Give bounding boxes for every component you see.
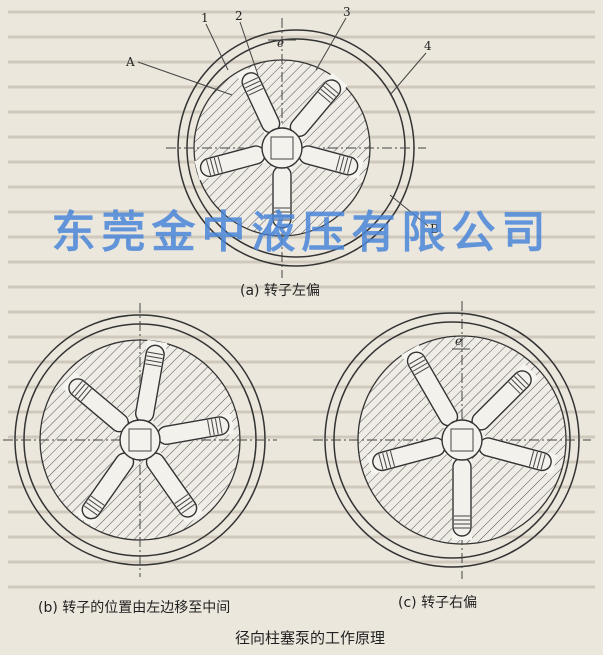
b-piston-groove — [210, 419, 215, 436]
c-piston — [401, 344, 471, 445]
leader-lines — [137, 17, 429, 227]
b-piston-groove — [176, 497, 191, 508]
b-piston-groove — [80, 388, 92, 402]
c-piston-groove — [382, 452, 388, 469]
b-piston-groove — [145, 363, 162, 368]
a-piston-groove — [343, 157, 349, 173]
a-piston-groove — [317, 91, 331, 103]
c-piston-groove — [508, 381, 521, 394]
figure-title: 径向柱塞泵的工作原理 — [235, 629, 385, 647]
a-piston-groove — [246, 84, 262, 93]
b-piston-groove — [181, 503, 196, 514]
b-piston-groove — [174, 493, 189, 504]
a-piston-groove — [339, 156, 345, 172]
b-piston-groove — [90, 495, 105, 506]
a-piston-groove — [213, 157, 219, 174]
a-piston-groove — [217, 156, 223, 173]
b-piston-groove — [71, 380, 83, 394]
b-piston-groove — [145, 359, 162, 364]
c-piston — [452, 440, 472, 540]
c-piston-groove — [408, 355, 424, 365]
label-1: 1 — [201, 11, 209, 25]
label-A: A — [125, 55, 135, 69]
c-piston-groove — [410, 359, 426, 369]
figure-a-rotor-left — [166, 18, 426, 278]
a-piston-groove — [206, 159, 212, 176]
b-piston-groove — [218, 417, 223, 434]
b-piston-groove — [146, 355, 163, 360]
watermark-text: 东莞金中液压有限公司 — [51, 207, 552, 258]
label-e-c: e — [455, 334, 462, 348]
c-piston-groove — [528, 450, 535, 467]
c-piston-groove — [513, 376, 526, 389]
a-piston — [272, 148, 292, 232]
c-piston-groove — [412, 362, 428, 372]
a-shaft — [261, 127, 303, 169]
label-B: B — [430, 222, 439, 236]
label-2: 2 — [235, 9, 243, 23]
b-piston-groove — [207, 419, 211, 436]
a-piston-groove — [244, 80, 260, 89]
caption-c: (c) 转子右偏 — [398, 595, 477, 611]
label-e-a: e — [277, 36, 284, 50]
c-piston-groove — [389, 450, 396, 467]
b-piston-groove — [214, 418, 219, 435]
c-shaft — [441, 419, 483, 461]
c-piston-groove — [414, 366, 430, 376]
a-piston-groove — [323, 85, 337, 97]
c-piston-groove — [532, 451, 538, 468]
b-shaft-core — [128, 428, 152, 452]
b-piston-groove — [179, 500, 193, 511]
c-piston-groove — [386, 451, 392, 468]
label-3: 3 — [343, 5, 351, 19]
a-piston-groove — [335, 155, 341, 171]
b-piston-groove — [86, 502, 100, 513]
label-4: 4 — [424, 39, 432, 53]
c-piston-groove — [540, 453, 546, 470]
c-piston-groove — [511, 378, 524, 391]
c-piston — [459, 430, 558, 475]
c-shaft-core — [450, 428, 474, 452]
b-piston-groove — [77, 385, 89, 399]
a-shaft-core — [270, 136, 294, 160]
a-piston-groove — [347, 158, 353, 174]
b-shaft — [119, 419, 161, 461]
figure-c-rotor-right — [313, 301, 591, 579]
a-piston-groove — [243, 77, 259, 85]
c-piston-groove — [378, 453, 384, 470]
b-piston-groove — [83, 505, 98, 516]
c-piston-groove — [536, 452, 542, 469]
a-piston-groove — [325, 82, 339, 94]
b-piston-groove — [88, 498, 103, 509]
a-piston-groove — [320, 88, 334, 100]
b-piston-groove — [147, 351, 164, 356]
c-piston-groove — [516, 373, 529, 386]
a-piston-groove — [209, 158, 216, 175]
caption-a: (a) 转子左偏 — [240, 283, 320, 299]
a-piston-groove — [248, 87, 264, 96]
caption-b: (b) 转子的位置由左边移至中间 — [38, 600, 230, 616]
b-piston-groove — [74, 383, 86, 397]
figure-b-rotor-center — [3, 303, 277, 577]
